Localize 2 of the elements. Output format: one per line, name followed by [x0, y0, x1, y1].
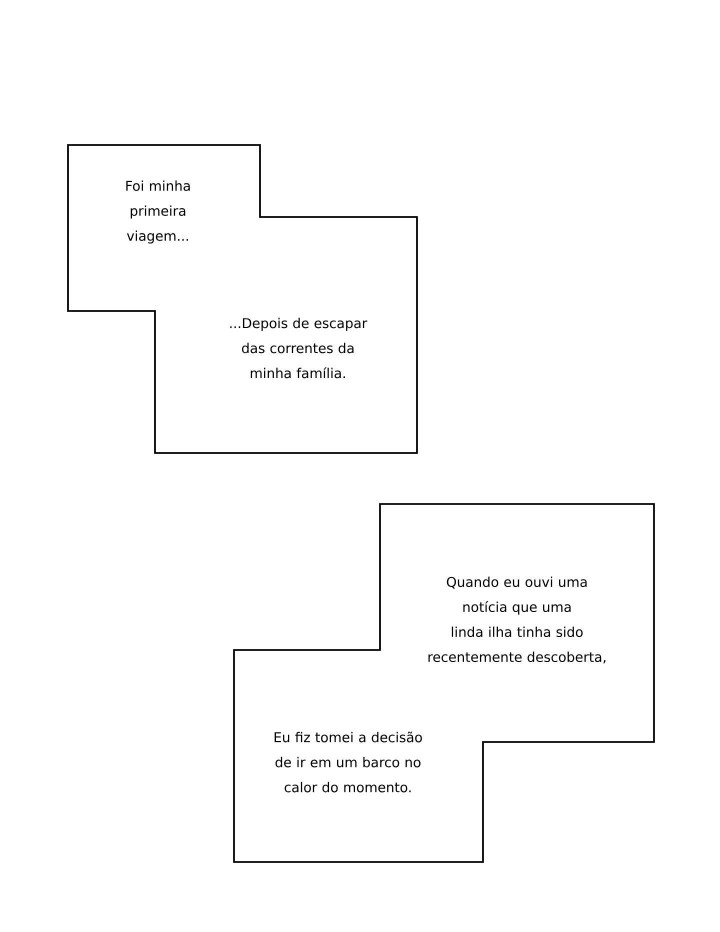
caption-box: Foi minha primeira viagem... ...Depois de escapar das correntes da minha família. — [67, 144, 418, 454]
caption-box: Quando eu ouvi uma notícia que uma linda ilha tinha sido recentemente descoberta, Eu fiz tomei a decisão de ir em um barco no calor do momento. — [233, 503, 655, 863]
